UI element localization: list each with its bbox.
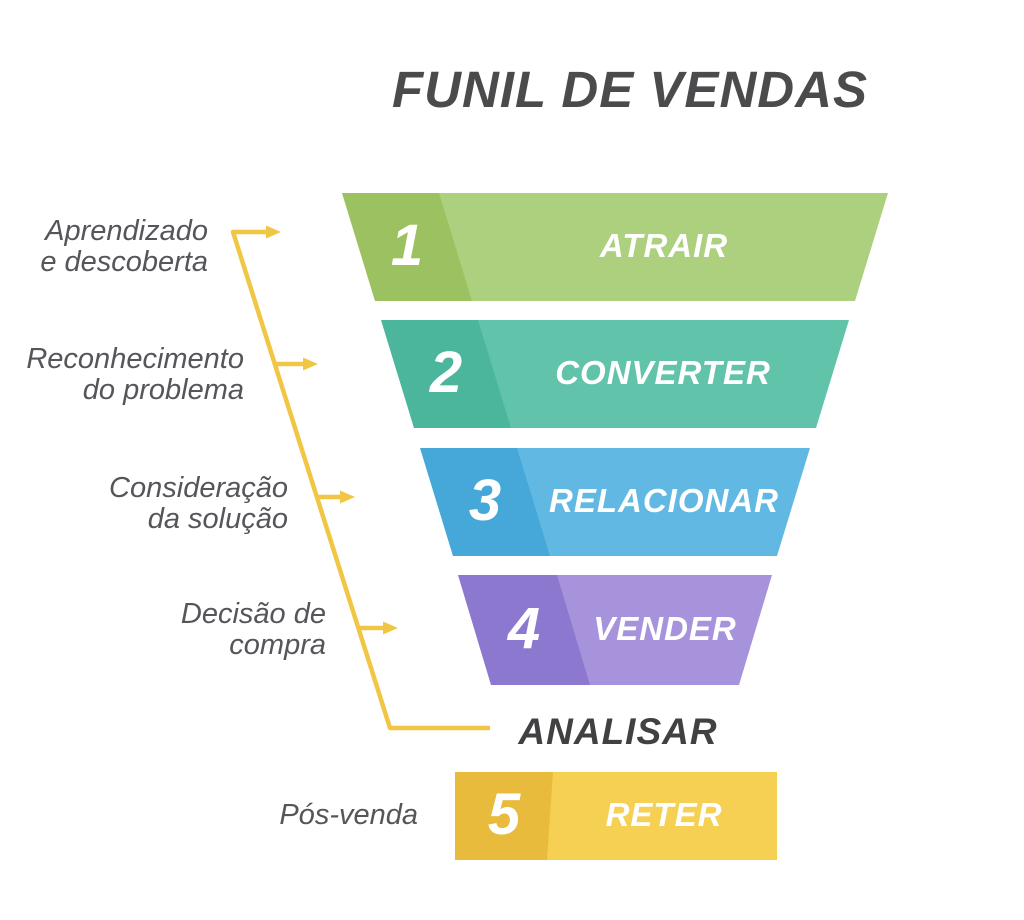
funnel-stage-label: RETER <box>605 796 723 834</box>
side-label-line: da solução <box>147 503 288 535</box>
side-label-line: e descoberta <box>40 246 208 278</box>
side-label-line: Consideração <box>109 472 288 504</box>
funnel-stage-number: 2 <box>429 340 463 406</box>
arrowhead-icon <box>266 225 281 239</box>
funnel-stage-label: RELACIONAR <box>549 482 779 520</box>
funnel-stage-relacionar: 3 RELACIONAR <box>420 448 810 556</box>
funnel-stage-label: VENDER <box>593 610 737 648</box>
funnel-stage-number: 1 <box>390 213 424 279</box>
arrowhead-icon <box>340 490 355 504</box>
side-label-line: Reconhecimento <box>26 343 244 375</box>
funnel-stage-number: 4 <box>507 596 541 662</box>
funnel-stage-atrair: 1 ATRAIR <box>342 193 888 301</box>
funnel-stage-reter: 5 RETER <box>455 772 777 860</box>
side-label-line: Decisão de <box>180 598 326 630</box>
side-label-line: Pós-venda <box>279 799 418 831</box>
arrowhead-icon <box>383 621 398 635</box>
diagram-title: FUNIL DE VENDAS <box>392 61 868 118</box>
funnel-stage-label: CONVERTER <box>555 354 771 392</box>
side-label-aprendizado: Aprendizado e descoberta <box>18 216 208 278</box>
side-label-consideracao: Consideração da solução <box>58 473 288 535</box>
arrowhead-icon <box>303 357 318 371</box>
analysis-label: ANALISAR <box>518 711 718 752</box>
side-label-pos-venda: Pós-venda <box>228 800 418 831</box>
funnel-stage-converter: 2 CONVERTER <box>381 320 849 428</box>
funnel-stage-number: 5 <box>487 782 521 848</box>
funnel-stage-number: 3 <box>468 468 502 534</box>
side-label-line: Aprendizado <box>45 215 208 247</box>
side-label-reconhecimento: Reconhecimento do problema <box>18 344 244 406</box>
funnel-stage-label: ATRAIR <box>599 227 729 265</box>
side-label-line: compra <box>229 629 326 661</box>
funnel-stage-vender: 4 VENDER <box>458 575 772 685</box>
side-label-line: do problema <box>82 374 244 406</box>
side-label-decisao: Decisão de compra <box>98 599 326 661</box>
funnel-stage-number-band <box>455 772 553 860</box>
